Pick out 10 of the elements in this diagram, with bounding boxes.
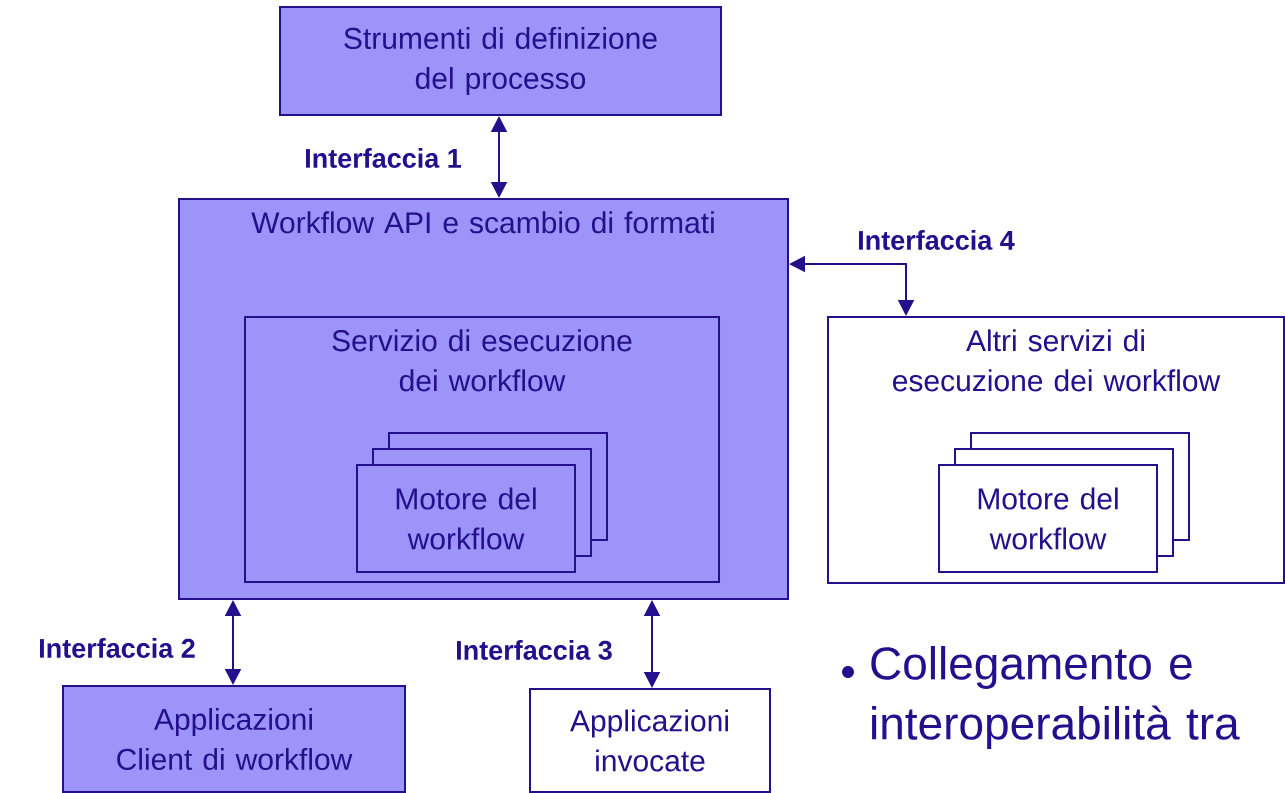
process-box: Applicazioni Client di workflow bbox=[62, 685, 406, 793]
process-box: Strumenti di definizione del processo bbox=[279, 6, 722, 116]
edge-label: Interfaccia 3 bbox=[457, 640, 612, 660]
stacked-box: Motore del workflow bbox=[938, 432, 1190, 573]
stacked-box: Motore del workflow bbox=[356, 432, 608, 573]
edge-label: Interfaccia 2 bbox=[40, 638, 195, 658]
bullet-text: Collegamento e interoperabilità tra bbox=[842, 646, 1240, 749]
process-box: Applicazioni invocate bbox=[529, 688, 771, 793]
edge-label: Interfaccia 1 bbox=[306, 148, 461, 168]
edge-label: Interfaccia 4 bbox=[859, 230, 1015, 250]
